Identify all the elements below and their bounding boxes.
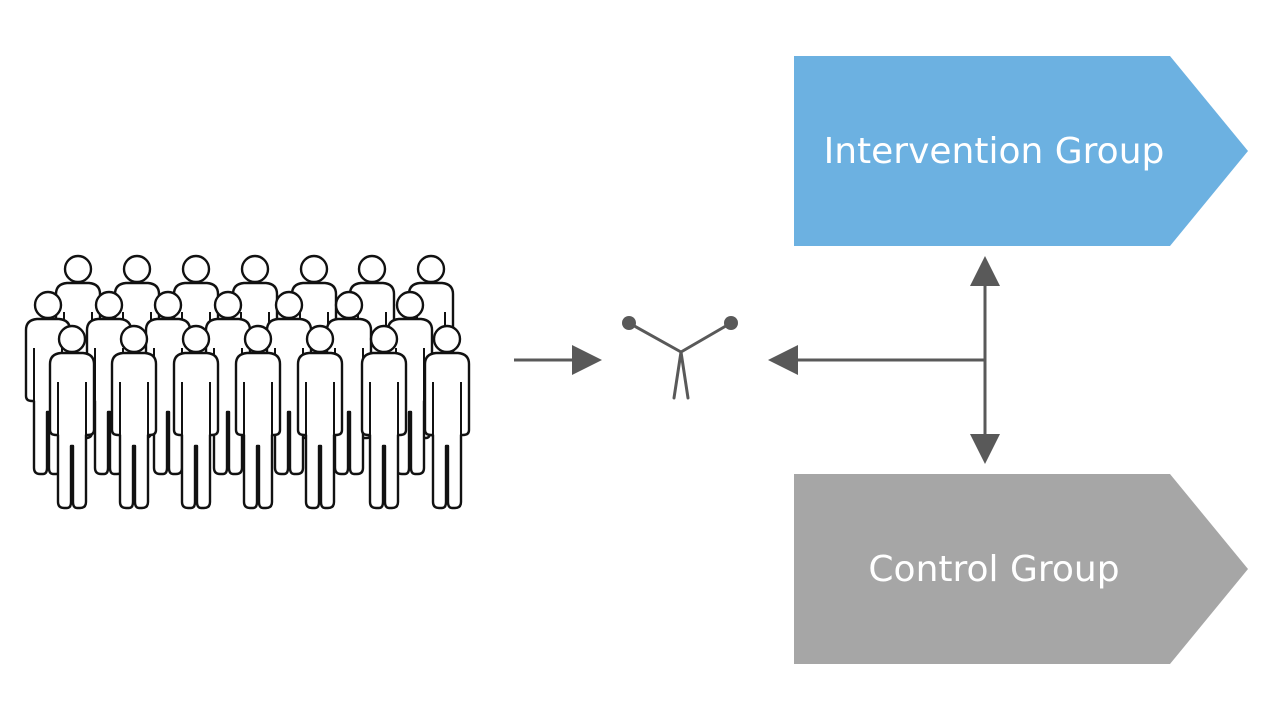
control-group-label: Control Group [868,548,1120,590]
person-icon [296,324,344,510]
person-icon [423,324,471,510]
person-icon [48,324,96,510]
people-crowd-icon [24,254,471,510]
arrow-up-icon [970,256,1000,286]
intervention-group-label: Intervention Group [823,130,1165,172]
person-icon [110,324,158,510]
arrow-down-icon [970,434,1000,464]
person-icon [172,324,220,510]
person-icon [360,324,408,510]
arrow-to-randomizer [514,345,602,375]
person-icon [234,324,282,510]
random-allocation-icon [622,316,738,400]
intervention-group-shape [794,56,1248,246]
arrow-to-groups-branch [768,256,1000,464]
control-group-shape [794,474,1248,664]
